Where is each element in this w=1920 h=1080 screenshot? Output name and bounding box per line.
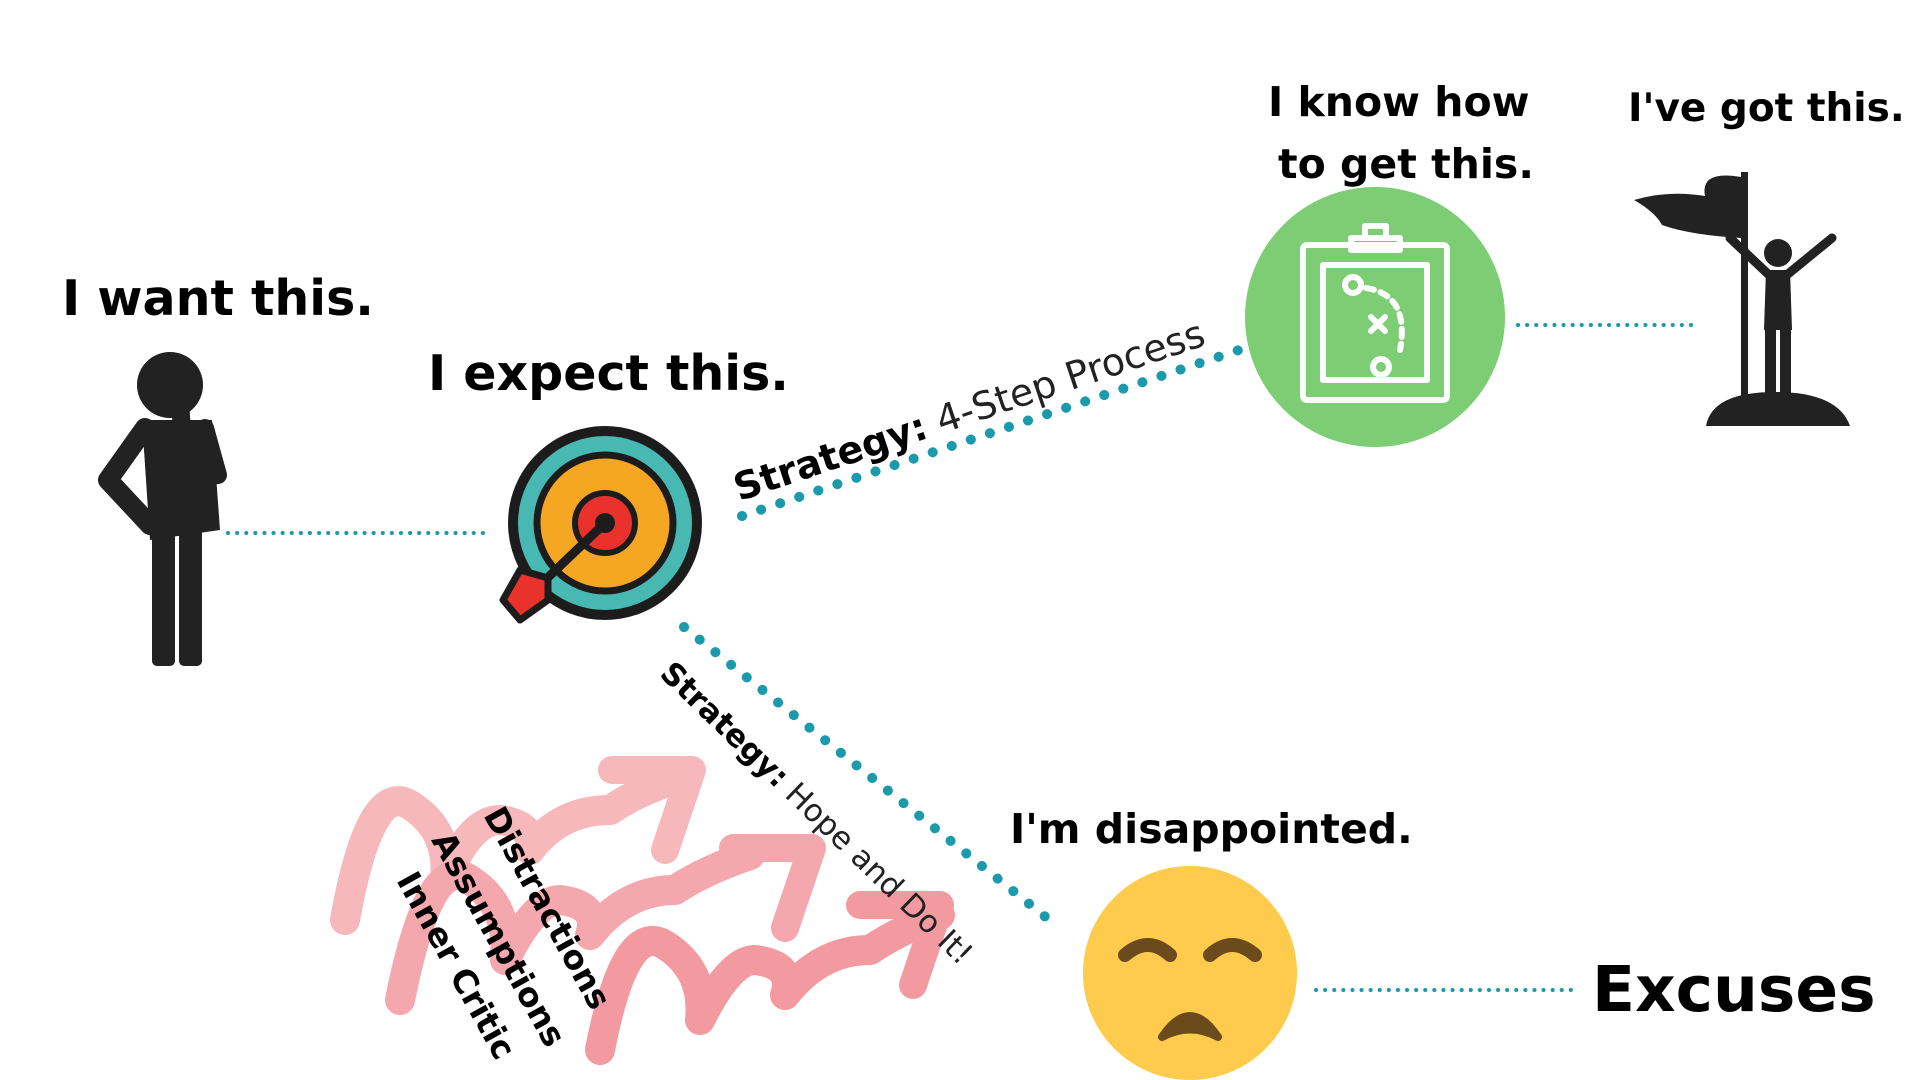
- label-want: I want this.: [62, 270, 374, 327]
- label-excuses: Excuses: [1592, 953, 1876, 1026]
- connectors: [226, 323, 1702, 992]
- zigzag-arrows: [330, 756, 955, 1065]
- label-know-line2: to get this.: [1278, 140, 1534, 188]
- target-dart-icon: [499, 426, 702, 624]
- label-know-line1: I know how: [1268, 78, 1530, 126]
- connector-expect-disappointed: [679, 622, 1063, 932]
- clipboard-strategy-icon: [1245, 187, 1505, 447]
- zigzag-arrow-icon: [330, 756, 706, 935]
- label-expect: I expect this.: [428, 345, 789, 402]
- label-disappointed: I'm disappointed.: [1010, 805, 1413, 853]
- zigzag-arrow-icon: [585, 891, 955, 1065]
- connector-expect-know: [737, 344, 1247, 521]
- disappointed-face-icon: [1083, 866, 1297, 1080]
- label-got: I've got this.: [1628, 86, 1905, 131]
- summit-flag-person-icon: [1634, 172, 1850, 426]
- thinking-person-icon: [98, 352, 227, 666]
- zigzag-arrow-icon: [385, 834, 826, 1015]
